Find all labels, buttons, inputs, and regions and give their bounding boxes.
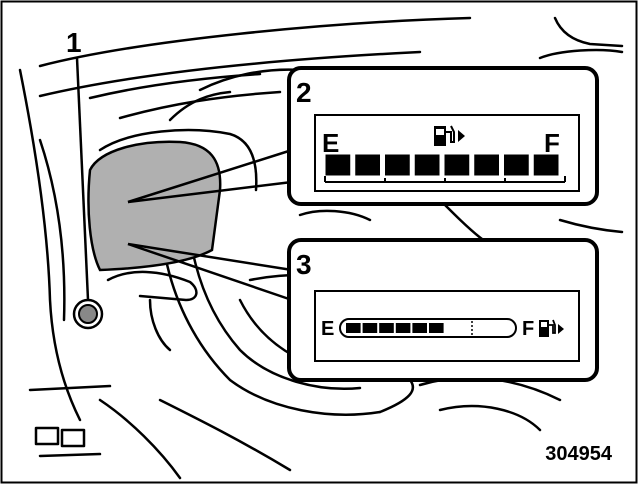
- callout-label-1: 1: [66, 27, 82, 58]
- fuel-pump-icon: [434, 125, 465, 146]
- gauge-3-segment: [379, 323, 394, 333]
- gauge-2-segment: [325, 154, 351, 176]
- callout-panel-2: 2 E F: [287, 66, 599, 206]
- gauge-2-segment: [414, 154, 440, 176]
- gauge-2-segment: [385, 154, 410, 176]
- dash-right-line: [538, 48, 624, 60]
- dash-top-edge: [38, 16, 472, 68]
- lower-left-line: [28, 384, 112, 392]
- left-panel-line: [38, 138, 66, 322]
- gauge-2-display: [314, 114, 580, 192]
- lever: [106, 270, 198, 302]
- side-arrow-icon: [558, 324, 564, 334]
- gauge-2-baseline: [324, 176, 566, 183]
- gauge-2-empty-label: E: [322, 128, 339, 158]
- gauge-3-segment: [429, 323, 444, 333]
- dash-crease-2: [118, 90, 282, 120]
- center-console-line-2: [438, 404, 542, 432]
- gauge-2-segment: [355, 154, 380, 176]
- left-pillar: [18, 68, 82, 422]
- gauge-2-segment: [533, 154, 559, 176]
- trip-knob: [72, 298, 104, 330]
- callout-label-2: 2: [296, 77, 312, 108]
- leader-3-bottom: [127, 242, 293, 302]
- gauge-3-segment: [395, 323, 411, 333]
- fuel-pump-icon: [539, 319, 564, 337]
- callout-label-3: 3: [296, 249, 312, 280]
- switch-1: [34, 426, 60, 446]
- gauge-2-segment: [444, 154, 470, 176]
- leaders-2-3: [127, 148, 293, 302]
- gauge-2-segment: [504, 154, 529, 176]
- side-arrow-icon: [458, 130, 465, 142]
- leader-1: [75, 57, 90, 301]
- gauge-3-segment: [412, 323, 427, 333]
- gauge-3-full-label: F: [522, 318, 534, 340]
- gauge-2-segment: [474, 154, 499, 176]
- gauge-3-segments: [346, 323, 444, 333]
- leader-3-top: [127, 242, 293, 272]
- right-dash-line: [558, 218, 624, 234]
- wheel-spoke: [298, 209, 372, 222]
- lever-stem: [148, 298, 172, 352]
- gauge-3-empty-label: E: [321, 318, 334, 340]
- dash-right-edge: [553, 16, 624, 48]
- leader-2-bottom: [127, 180, 293, 204]
- gauge-2-segments: [325, 154, 559, 176]
- wheel-rim-top-left: [168, 90, 232, 122]
- column-line: [158, 398, 292, 472]
- figure-id: 304954: [545, 443, 613, 465]
- gauge-2-full-label: F: [544, 128, 560, 158]
- dash-upper-line: [38, 50, 422, 98]
- callout-panel-3: 3 E F: [287, 238, 599, 382]
- lower-dash-line: [98, 398, 182, 480]
- leader-2-top: [127, 148, 293, 204]
- lower-vent-line: [38, 452, 102, 458]
- switch-2: [60, 428, 86, 448]
- gauge-3-segment: [346, 323, 361, 333]
- gauge-3-segment: [362, 323, 378, 333]
- wheel-rim-bottom: [378, 378, 415, 414]
- instrument-cluster: [87, 140, 222, 272]
